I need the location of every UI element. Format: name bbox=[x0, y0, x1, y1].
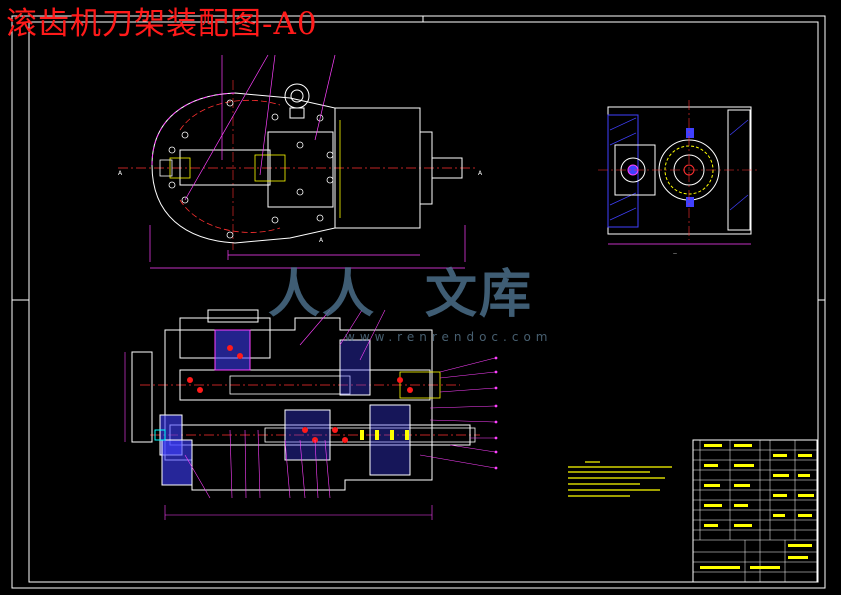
svg-text:A: A bbox=[118, 170, 123, 177]
technical-notes bbox=[568, 461, 672, 497]
end-view: — bbox=[598, 100, 760, 256]
svg-text:A: A bbox=[478, 170, 483, 177]
drawing-title: 滚齿机刀架装配图-A0 bbox=[6, 6, 318, 42]
section-view bbox=[124, 309, 498, 520]
watermark-brand-right: 文库 bbox=[425, 264, 534, 325]
sheet-frame bbox=[11, 15, 826, 589]
watermark-url: www.renrendoc.com bbox=[345, 330, 553, 344]
watermark-brand-left: 人人 bbox=[268, 264, 377, 325]
title-block bbox=[692, 439, 818, 583]
side-elevation-view: A A A bbox=[118, 54, 483, 269]
svg-text:A: A bbox=[319, 237, 324, 244]
svg-text:—: — bbox=[673, 251, 677, 256]
